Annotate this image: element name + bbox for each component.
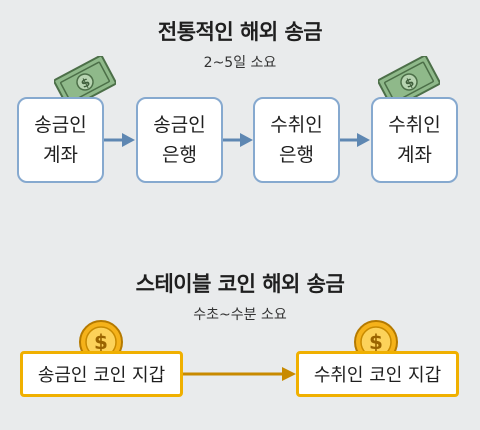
receiver-wallet-label: 수취인 코인 지갑 bbox=[313, 365, 442, 386]
box-label-line1: 수취인 bbox=[388, 114, 441, 136]
sender-account-box: 송금인 계좌 bbox=[17, 97, 104, 183]
arrow-right-icon bbox=[339, 133, 370, 147]
receiver-bank-box: 수취인 은행 bbox=[253, 97, 340, 183]
sender-wallet-label: 송금인 코인 지갑 bbox=[37, 365, 166, 386]
stablecoin-title: 스테이블 코인 해외 송금 bbox=[135, 272, 345, 296]
arrow-right-icon bbox=[222, 133, 253, 147]
box-label-line2: 계좌 bbox=[397, 144, 432, 166]
arrow-right-icon bbox=[104, 133, 135, 147]
arrow-right-icon bbox=[182, 367, 296, 381]
receiver-wallet-box: 수취인 코인 지갑 bbox=[296, 351, 459, 397]
sender-wallet-box: 송금인 코인 지갑 bbox=[20, 351, 183, 397]
box-label-line2: 계좌 bbox=[43, 144, 78, 166]
stablecoin-subtitle: 수초~수분 소요 bbox=[193, 307, 287, 323]
box-label-line1: 송금인 bbox=[34, 114, 87, 136]
receiver-account-box: 수취인 계좌 bbox=[371, 97, 458, 183]
money-bill-icon: $ bbox=[378, 56, 440, 108]
traditional-subtitle: 2~5일 소요 bbox=[203, 55, 277, 71]
sender-bank-box: 송금인 은행 bbox=[136, 97, 223, 183]
traditional-title: 전통적인 해외 송금 bbox=[157, 20, 323, 44]
box-label-line2: 은행 bbox=[162, 144, 197, 166]
box-label-line2: 은행 bbox=[279, 144, 314, 166]
box-label-line1: 송금인 bbox=[153, 114, 206, 136]
money-bill-icon: $ bbox=[54, 56, 116, 108]
box-label-line1: 수취인 bbox=[270, 114, 323, 136]
svg-text:$: $ bbox=[369, 330, 383, 354]
svg-text:$: $ bbox=[94, 330, 108, 354]
